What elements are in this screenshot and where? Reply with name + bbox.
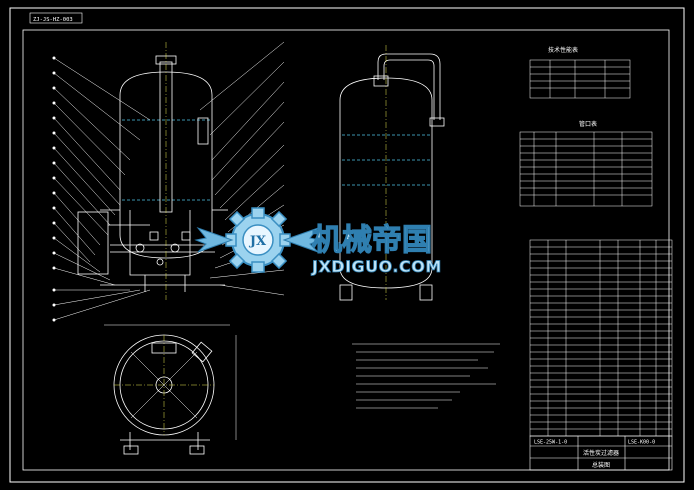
watermark-url-text: JXDIGUO.COM — [311, 257, 442, 276]
title-block-part-no: LSE-K00-0 — [628, 440, 655, 446]
svg-text:JX: JX — [249, 234, 267, 249]
gear-icon: JX — [225, 207, 291, 273]
technical-notes — [352, 343, 500, 409]
title-block-drawing-no: LSE-25W-1-0 — [534, 440, 567, 446]
title-block-subname: 总装图 — [592, 461, 610, 469]
plan-view — [104, 324, 237, 455]
nozzle-table: 管口表 — [519, 120, 653, 207]
wings-icon — [194, 226, 322, 253]
bill-of-materials — [529, 239, 673, 437]
sheet-code: ZJ-JS-HZ-003 — [33, 17, 73, 23]
left-balloons — [52, 56, 56, 322]
title-block: LSE-25W-1-0 LSE-K00-0 活性炭过滤器 总装图 — [529, 435, 673, 471]
left-leader-lines — [53, 57, 151, 321]
watermark-logo: JX 机械帝国 JXDIGUO.COM — [194, 207, 442, 276]
tech-params-title: 技术性能表 — [548, 46, 578, 54]
sheet-inner-border — [22, 29, 670, 471]
left-vessel-elevation — [77, 55, 228, 292]
nozzle-table-title: 管口表 — [579, 120, 597, 128]
sheet-border — [9, 7, 685, 483]
tech-params-table: 技术性能表 — [529, 46, 631, 99]
title-block-name: 活性炭过滤器 — [583, 449, 619, 457]
watermark-cn-text: 机械帝国 — [312, 223, 432, 258]
sheet-code-box: ZJ-JS-HZ-003 — [29, 12, 83, 24]
